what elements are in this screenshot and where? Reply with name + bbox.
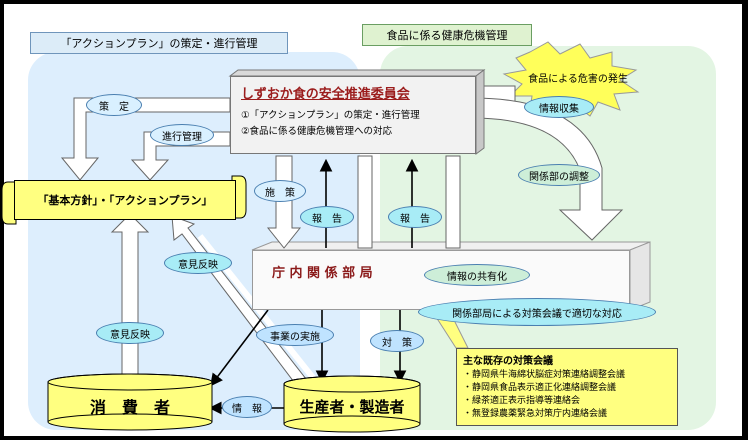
implementation-label: 事業の実施	[256, 324, 334, 346]
coordination-label: 関係部の調整	[518, 164, 600, 186]
producers-label: 生産者・製造者	[299, 398, 405, 416]
iken1-arrow	[110, 213, 150, 381]
opinion-label-1: 意見反映	[96, 322, 164, 344]
burst-label: 食品による危害の発生	[528, 74, 628, 85]
existing-meeting-item: ・静岡県牛海綿状脳症対策連絡調整会議	[463, 370, 626, 380]
shisaku-label: 施 策	[254, 180, 306, 202]
shinkou-arrow	[130, 131, 231, 181]
existing-meeting-item: ・緑茶適正表示指導等連絡会	[463, 396, 581, 406]
report-label-2: 報 告	[388, 206, 442, 228]
existing-meetings-title: 主な既存の対策会議	[463, 356, 553, 367]
committee-title: しずおか食の安全推進委員会	[241, 87, 410, 102]
report-label-1: 報 告	[300, 206, 354, 228]
existing-meeting-item: ・無登録農薬緊急対策庁内連絡会議	[463, 409, 608, 419]
opinion-label-2: 意見反映	[164, 252, 232, 274]
measures-label: 対 策	[370, 330, 424, 352]
sakutei-arrow	[60, 97, 231, 181]
shisaku-arrow	[266, 155, 302, 249]
departments-title: 庁 内 関 係 部 局	[272, 266, 373, 281]
sakutei-label: 策 定	[86, 94, 142, 116]
info-collection-label: 情報収集	[524, 96, 594, 118]
policy-scroll: 「基本方針」・「アクションプラン」	[14, 180, 236, 220]
committee-box: しずおか食の安全推進委員会 ①「アクションプラン」の策定・進行管理 ②食品に係る…	[230, 76, 476, 154]
shinkou-label: 進行管理	[150, 124, 214, 146]
meeting-label: 関係部局による対策会議で適切な対応	[418, 298, 656, 326]
committee-item-1: ①「アクションプラン」の策定・進行管理	[241, 110, 420, 121]
share-info-label: 情報の共有化	[424, 264, 530, 286]
policy-scroll-text: 「基本方針」・「アクションプラン」	[37, 194, 213, 207]
info-label: 情 報	[222, 396, 272, 418]
committee-item-2: ②食品に係る健康危機管理への対応	[241, 126, 393, 137]
existing-meetings-box: 主な既存の対策会議 ・静岡県牛海綿状脳症対策連絡調整会議 ・静岡県食品表示適正化…	[456, 348, 678, 426]
existing-meeting-item: ・静岡県食品表示適正化連絡調整会議	[463, 383, 617, 393]
consumers-label: 消 費 者	[89, 398, 170, 417]
right-header: 食品に係る健康危機管理	[362, 24, 532, 46]
left-header: 「アクションプラン」の策定・進行管理	[30, 32, 288, 54]
